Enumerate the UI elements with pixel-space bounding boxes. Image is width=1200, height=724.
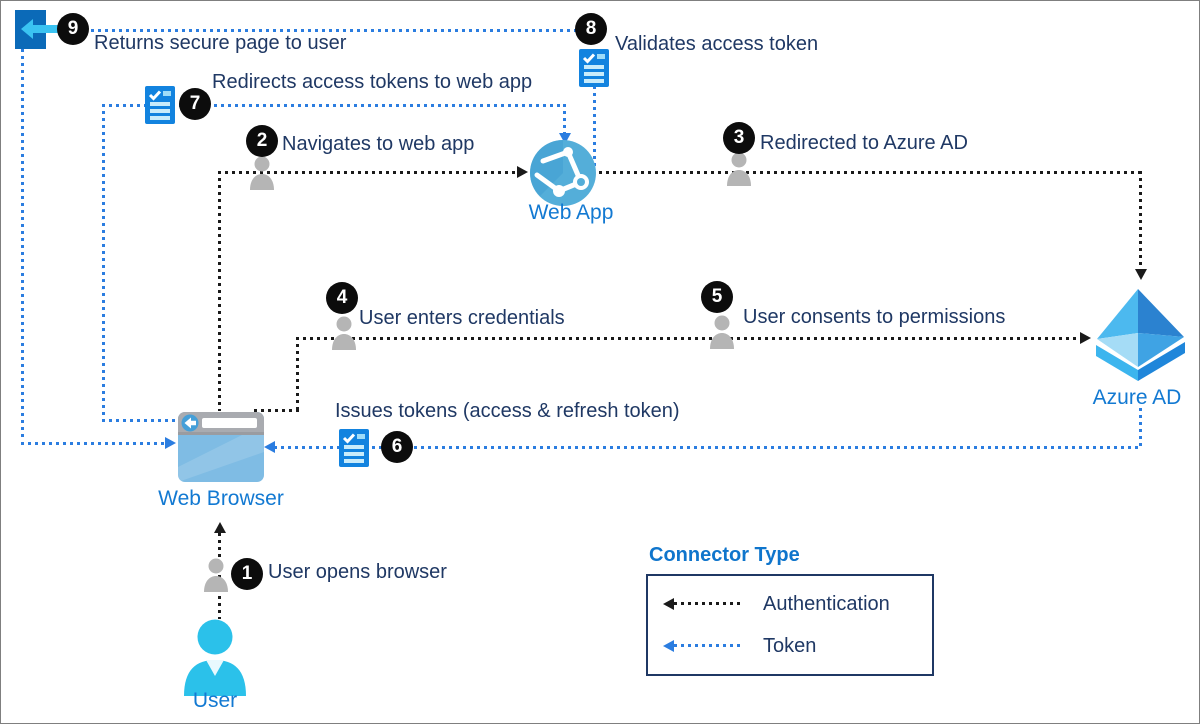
step-badge-2: 2 bbox=[246, 125, 278, 157]
step-badge-8: 8 bbox=[575, 13, 607, 45]
line-step6-horizontal bbox=[274, 446, 1141, 449]
step-badge-9: 9 bbox=[57, 13, 89, 45]
web-app-label: Web App bbox=[528, 201, 614, 224]
arrowhead-step6-into-browser bbox=[264, 441, 275, 453]
legend-token-arrowhead bbox=[663, 640, 674, 652]
line-step4-from-browser bbox=[254, 409, 299, 412]
arrowhead-step5-into-azuread bbox=[1080, 332, 1091, 344]
step-label-6: Issues tokens (access & refresh token) bbox=[335, 400, 680, 422]
step-label-1: User opens browser bbox=[268, 561, 447, 583]
azure-ad-icon bbox=[1096, 289, 1185, 381]
arrowhead-step3-into-azuread bbox=[1135, 269, 1147, 280]
token-icon-step6 bbox=[339, 429, 369, 467]
line-step7-into-webapp bbox=[563, 104, 566, 134]
person-icon-step1 bbox=[204, 558, 228, 592]
web-browser-label: Web Browser bbox=[158, 487, 284, 510]
legend-authentication-arrowhead bbox=[663, 598, 674, 610]
web-browser-icon bbox=[178, 412, 264, 482]
legend-token-label: Token bbox=[763, 635, 817, 657]
line-step2-vertical bbox=[218, 171, 221, 411]
legend-box bbox=[646, 574, 934, 676]
legend-authentication-label: Authentication bbox=[763, 593, 890, 615]
line-step9-into-browser bbox=[21, 442, 165, 445]
legend-title: Connector Type bbox=[649, 544, 800, 566]
line-step7-left-vertical bbox=[102, 104, 105, 420]
person-icon-step5 bbox=[710, 315, 734, 349]
step-label-8: Validates access token bbox=[615, 33, 819, 55]
token-icon-step7 bbox=[145, 86, 175, 124]
step-badge-7: 7 bbox=[179, 88, 211, 120]
step-label-2: Navigates to web app bbox=[282, 133, 475, 155]
line-step4-5-horizontal bbox=[296, 337, 1080, 340]
step-badge-1: 1 bbox=[231, 558, 263, 590]
line-step4-vertical bbox=[296, 337, 299, 411]
legend-token-line bbox=[674, 644, 740, 647]
line-step1-vertical bbox=[218, 533, 221, 619]
arrowhead-step1-into-browser bbox=[214, 522, 226, 533]
line-step3-horizontal bbox=[599, 171, 1142, 174]
legend-authentication-line bbox=[674, 602, 740, 605]
step-label-7: Redirects access tokens to web app bbox=[212, 71, 533, 93]
step-badge-4: 4 bbox=[326, 282, 358, 314]
step-label-9: Returns secure page to user bbox=[94, 32, 347, 54]
line-step7-top bbox=[102, 104, 565, 107]
step-badge-5: 5 bbox=[701, 281, 733, 313]
step-badge-3: 3 bbox=[723, 122, 755, 154]
step-label-4: User enters credentials bbox=[359, 307, 565, 329]
azure-ad-label: Azure AD bbox=[1092, 386, 1182, 409]
line-step3-vertical bbox=[1139, 171, 1142, 269]
person-icon-step4 bbox=[332, 316, 356, 350]
line-step9-left-vertical bbox=[21, 49, 24, 441]
arrowhead-step2-into-webapp bbox=[517, 166, 528, 178]
arrowhead-step7-into-webapp bbox=[559, 133, 571, 144]
web-app-icon bbox=[530, 140, 596, 206]
line-step7-from-browser bbox=[102, 419, 178, 422]
step-label-5: User consents to permissions bbox=[743, 306, 1006, 328]
line-step8-vertical bbox=[593, 86, 596, 168]
line-step9-top bbox=[49, 29, 579, 32]
secure-page-return-icon bbox=[15, 10, 58, 49]
person-icon-step2 bbox=[250, 156, 274, 190]
step-badge-6: 6 bbox=[381, 431, 413, 463]
line-step6-vertical bbox=[1139, 408, 1142, 446]
person-icon-step3 bbox=[727, 152, 751, 186]
line-step2-horizontal bbox=[218, 171, 517, 174]
arrowhead-step9-into-browser bbox=[165, 437, 176, 449]
user-icon bbox=[184, 619, 246, 696]
step-label-3: Redirected to Azure AD bbox=[760, 132, 968, 154]
user-label: User bbox=[192, 689, 238, 712]
token-icon-step8 bbox=[579, 49, 609, 87]
